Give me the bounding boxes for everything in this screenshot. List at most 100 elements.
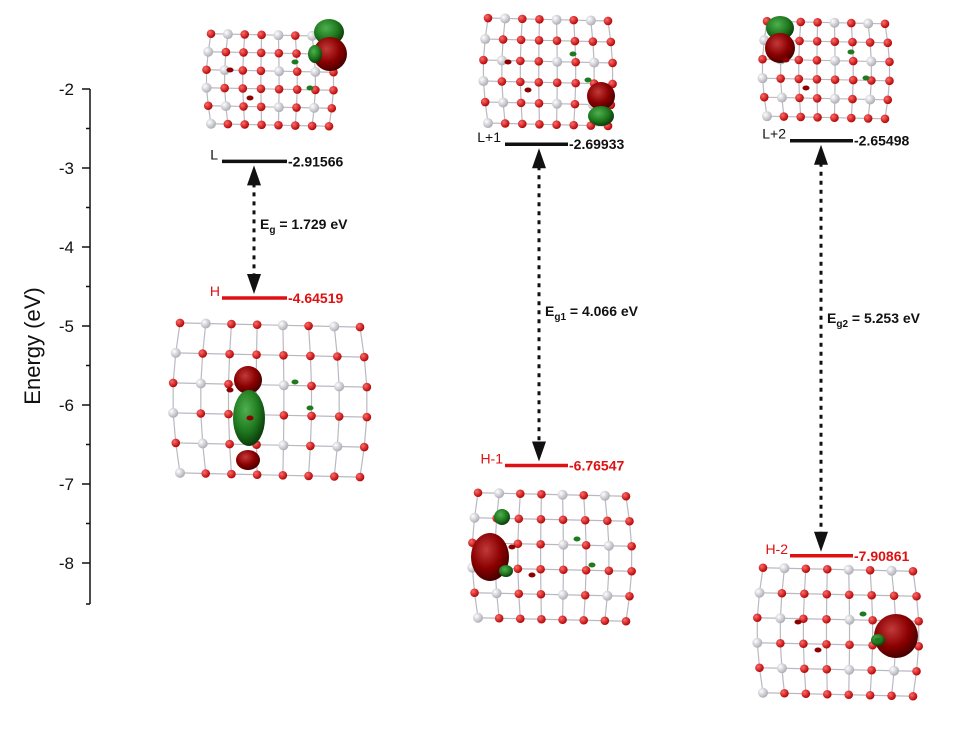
metal-atom — [220, 101, 231, 112]
oxygen-atom — [559, 565, 568, 575]
oxygen-atom — [225, 349, 234, 359]
metal-atom — [602, 590, 613, 601]
metal-atom — [203, 46, 214, 57]
bond — [309, 415, 313, 446]
oxygen-atom — [627, 566, 636, 576]
oxygen-atom — [203, 101, 213, 111]
orbital-lobe-negative — [308, 45, 322, 63]
orbital-fragment — [874, 637, 882, 643]
bond — [227, 414, 231, 445]
oxygen-atom — [256, 48, 266, 58]
metal-atom — [603, 540, 614, 551]
oxygen-atom — [868, 615, 877, 625]
oxygen-atom — [515, 614, 525, 624]
metal-atom — [757, 73, 768, 84]
bond — [282, 325, 285, 356]
oxygen-atom — [274, 120, 283, 130]
oxygen-atom — [304, 471, 313, 481]
oxygen-atom — [570, 99, 580, 109]
metal-atom — [752, 637, 763, 648]
bond — [336, 416, 340, 447]
oxygen-atom — [513, 539, 523, 549]
y-tick-label: -6 — [59, 396, 74, 415]
oxygen-atom — [880, 19, 890, 29]
arrowhead-up — [814, 144, 828, 165]
oxygen-atom — [307, 121, 317, 131]
oxygen-atom — [579, 615, 589, 625]
band-gap-label: Eg1 = 4.066 eV — [545, 303, 639, 323]
oxygen-atom — [534, 35, 544, 45]
orbital-lobe-positive — [765, 33, 795, 63]
oxygen-atom — [625, 516, 634, 526]
orbital-fragment — [782, 57, 790, 63]
metal-atom — [175, 467, 185, 478]
oxygen-atom — [221, 47, 231, 57]
arrowhead-up — [532, 148, 546, 169]
oxygen-atom — [494, 613, 504, 623]
oxygen-atom — [516, 77, 525, 87]
oxygen-atom — [252, 350, 261, 360]
metal-atom — [483, 118, 493, 129]
oxygen-atom — [794, 55, 804, 65]
oxygen-atom — [885, 57, 894, 67]
lumo-label: L — [210, 146, 218, 162]
metal-atom — [329, 321, 340, 332]
metal-atom — [201, 82, 212, 93]
oxygen-atom — [752, 613, 762, 623]
orbital-lobe-positive — [313, 37, 347, 71]
oxygen-atom — [571, 57, 580, 67]
metal-atom — [558, 589, 569, 600]
bond — [311, 415, 340, 418]
metal-atom — [168, 407, 179, 418]
oxygen-atom — [569, 15, 579, 25]
band-gap-label: Eg2 = 5.253 eV — [827, 310, 921, 330]
oxygen-atom — [534, 77, 544, 87]
oxygen-atom — [223, 119, 233, 129]
y-tick-label: -7 — [59, 475, 74, 494]
oxygen-atom — [867, 665, 876, 675]
oxygen-atom — [536, 589, 546, 599]
oxygen-atom — [552, 120, 561, 130]
oxygen-atom — [171, 438, 181, 448]
orbital-fragment — [504, 59, 512, 65]
oxygen-atom — [516, 56, 525, 66]
metal-atom — [843, 564, 854, 575]
oxygen-atom — [362, 382, 372, 392]
orbital-lobe-negative — [494, 509, 510, 525]
oxygen-atom — [844, 690, 854, 700]
metal-atom — [206, 118, 216, 129]
metal-atom — [498, 97, 509, 108]
oxygen-atom — [256, 102, 266, 112]
oxygen-atom — [580, 590, 590, 600]
oxygen-atom — [812, 75, 822, 84]
oxygen-atom — [307, 381, 316, 391]
metal-atom — [277, 320, 288, 331]
bond — [307, 445, 311, 476]
orbital-fragment — [291, 59, 299, 65]
bond — [175, 322, 181, 353]
oxygen-atom — [513, 564, 523, 574]
oxygen-atom — [801, 689, 811, 699]
metal-atom — [889, 665, 900, 676]
oxygen-atom — [813, 18, 822, 27]
oxygen-atom — [206, 29, 216, 39]
metal-atom — [829, 17, 840, 28]
orbital-lobe-positive — [587, 82, 615, 110]
oxygen-atom — [535, 14, 544, 24]
metal-atom — [309, 102, 320, 113]
y-tick-label: -4 — [59, 238, 74, 257]
metal-atom — [273, 30, 284, 41]
oxygen-atom — [274, 48, 284, 58]
oxygen-atom — [846, 113, 856, 123]
oxygen-atom — [812, 37, 822, 46]
molecular-orbital-images — [168, 13, 924, 701]
oxygen-atom — [603, 16, 613, 26]
oxygen-atom — [470, 588, 479, 598]
oxygen-atom — [822, 564, 832, 574]
oxygen-atom — [796, 112, 806, 122]
oxygen-atom — [290, 121, 300, 130]
oxygen-atom — [362, 412, 372, 422]
oxygen-atom — [795, 36, 804, 46]
oxygen-atom — [777, 588, 787, 598]
bond — [336, 356, 340, 387]
